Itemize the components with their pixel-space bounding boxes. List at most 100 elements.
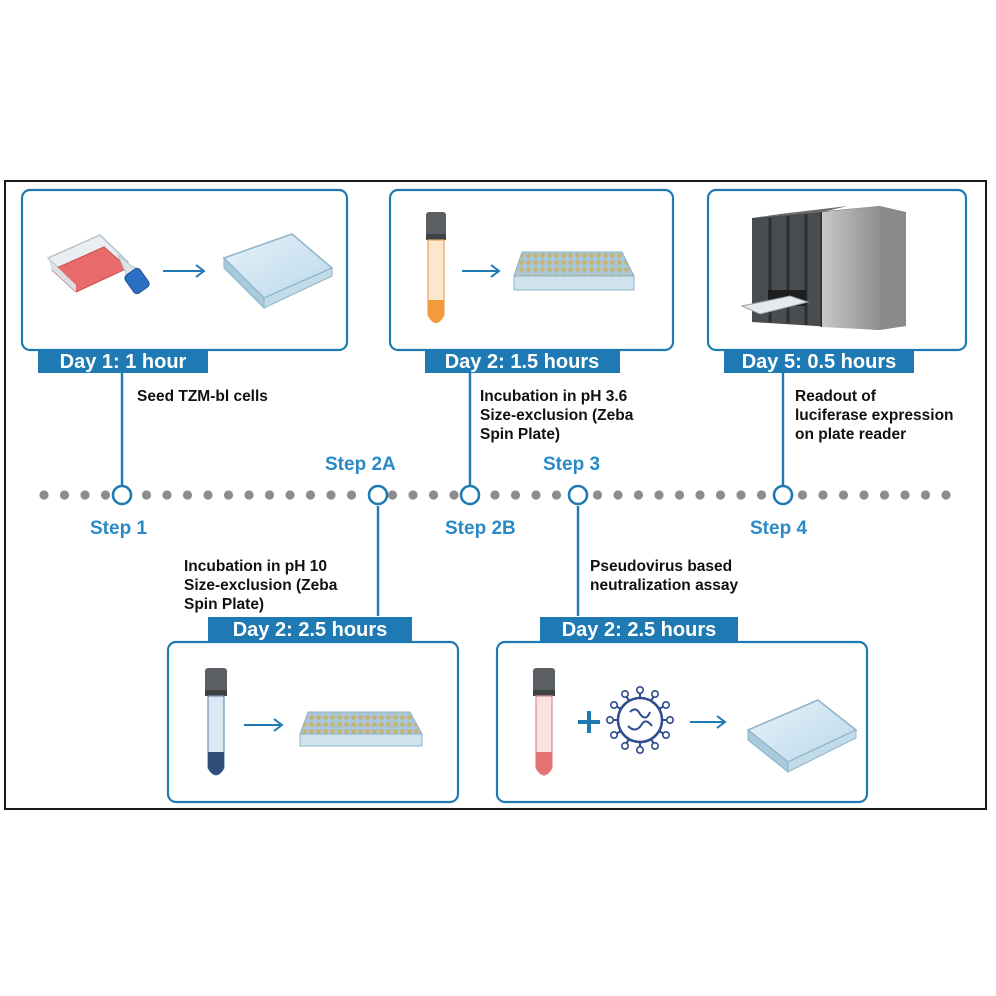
day-label: Day 2: 1.5 hours	[445, 351, 600, 373]
day-label: Day 1: 1 hour	[60, 351, 187, 373]
step-2b-label: Step 2B	[445, 518, 516, 539]
description-line: Spin Plate)	[480, 426, 560, 443]
description-line: luciferase expression	[795, 407, 954, 424]
timeline-dot	[490, 490, 500, 500]
timeline-dot	[510, 490, 521, 500]
step-2b-marker	[459, 484, 481, 506]
box-day-2-step-2a: Day 2: 2.5 hours	[166, 617, 460, 804]
well-plate-icon	[222, 233, 334, 310]
description-line: Incubation in pH 3.6	[480, 388, 628, 405]
step-1-label: Step 1	[90, 518, 147, 539]
timeline-dot	[797, 490, 808, 500]
day-label-bg	[208, 617, 412, 641]
step-4-label: Step 4	[750, 518, 807, 539]
timeline-dot	[633, 490, 644, 500]
description-line: Size-exclusion (Zeba	[480, 407, 634, 424]
timeline-dot	[326, 490, 336, 500]
timeline-dot	[203, 490, 213, 500]
step-2a-marker	[367, 484, 389, 506]
timeline-dot	[592, 490, 603, 500]
plate-reader-icon	[740, 206, 906, 330]
arrow-icon	[690, 715, 727, 729]
virus-spike-tip	[650, 690, 659, 699]
timeline-dot	[613, 490, 623, 500]
description-line: Pseudovirus based	[590, 558, 732, 575]
timeline-dot	[674, 490, 685, 500]
virus-spike-tip	[620, 690, 629, 699]
timeline-dot	[39, 490, 49, 500]
timeline-dot	[900, 490, 910, 500]
description-line: Size-exclusion (Zeba	[184, 577, 338, 594]
timeline-dot	[838, 490, 849, 500]
virus-spike-tip	[661, 730, 670, 739]
day-label-bg	[540, 617, 738, 641]
box-day-2-step-3: Day 2: 2.5 hours	[495, 617, 869, 804]
spin-plate-icon	[299, 711, 423, 747]
timeline-dot	[182, 490, 193, 500]
step-1-marker	[111, 484, 133, 506]
day-label: Day 5: 0.5 hours	[742, 351, 897, 373]
timeline-dot	[920, 490, 931, 500]
timeline-dot	[756, 490, 767, 500]
arrow-icon	[462, 264, 501, 278]
timeline-dot	[654, 490, 664, 500]
arrow-icon	[163, 264, 206, 278]
timeline-dot	[305, 490, 316, 500]
timeline-dot	[387, 490, 398, 500]
virus-spike-tip	[650, 741, 659, 750]
step-2a-label: Step 2A	[325, 454, 396, 475]
diagram-frame	[4, 180, 987, 810]
virus-spike-tip	[610, 700, 619, 709]
virus-spike-tip	[635, 685, 644, 694]
timeline-dot	[80, 490, 90, 500]
spin-plate-icon	[513, 251, 635, 291]
timeline-dot	[941, 490, 951, 500]
blue-sample-tube-icon	[205, 668, 227, 776]
timeline-dot	[428, 490, 439, 500]
step-3-marker	[567, 484, 589, 506]
description-line: Readout of	[795, 388, 877, 405]
box-day-2-step-2b: Day 2: 1.5 hours	[388, 188, 675, 373]
orange-sample-tube-icon	[426, 212, 446, 324]
timeline-dot	[859, 490, 869, 500]
day-label-bg	[38, 349, 208, 373]
timeline-dot	[818, 490, 828, 500]
virus-spike-tip	[610, 730, 619, 739]
timeline-dot	[531, 490, 541, 500]
well-plate-icon	[746, 699, 858, 774]
day-label: Day 2: 2.5 hours	[233, 619, 388, 641]
timeline-dot	[162, 490, 172, 500]
timeline-dot	[264, 490, 275, 500]
virus-spike-tip	[620, 741, 629, 750]
timeline-dot	[285, 490, 295, 500]
step-4-marker	[772, 484, 794, 506]
virus-icon	[605, 685, 674, 754]
timeline-dot	[715, 490, 726, 500]
timeline-dots	[39, 490, 951, 500]
timeline-dot	[346, 490, 357, 500]
timeline-dot	[879, 490, 890, 500]
description-line: on plate reader	[795, 426, 906, 443]
description-line: neutralization assay	[590, 577, 739, 594]
arrow-icon	[244, 718, 284, 732]
timeline-dot	[551, 490, 562, 500]
box-day-5: Day 5: 0.5 hours	[706, 188, 968, 373]
virus-spike-tip	[661, 700, 670, 709]
description-line: Incubation in pH 10	[184, 558, 327, 575]
timeline-dot	[100, 490, 111, 500]
plus-icon	[578, 711, 600, 733]
timeline-dot	[449, 490, 459, 500]
timeline-dot	[141, 490, 152, 500]
timeline-dot	[223, 490, 234, 500]
step-markers	[111, 484, 794, 506]
timeline-dot	[59, 490, 70, 500]
timeline-dot	[736, 490, 746, 500]
description-line: Seed TZM-bl cells	[137, 388, 268, 405]
step-3-label: Step 3	[543, 454, 600, 475]
virus-spike-tip	[665, 715, 674, 724]
timeline-dot	[695, 490, 705, 500]
day-label-bg	[425, 349, 620, 373]
day-label: Day 2: 2.5 hours	[562, 619, 717, 641]
day-label-bg	[724, 349, 914, 373]
